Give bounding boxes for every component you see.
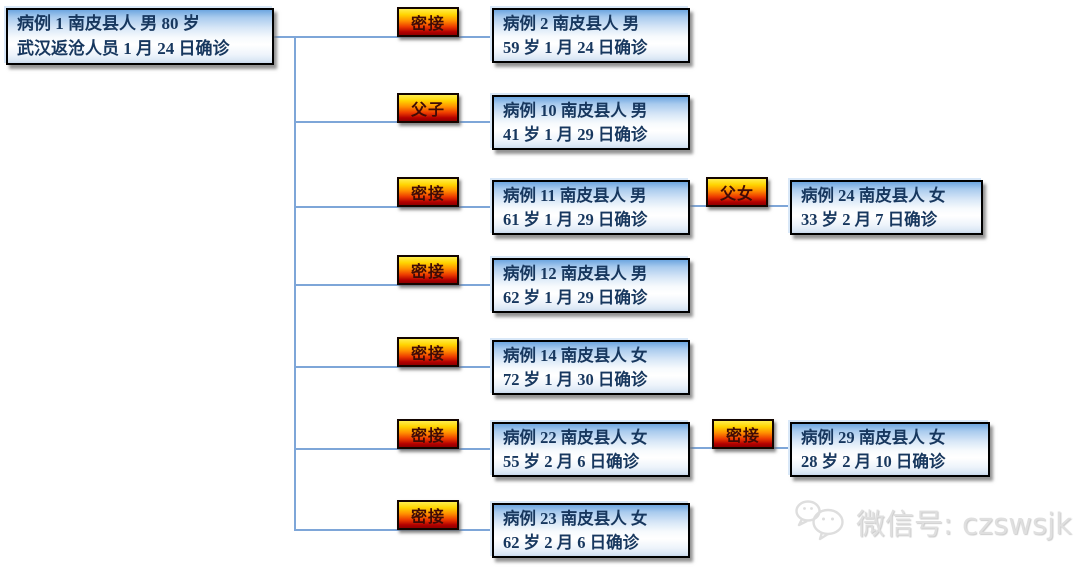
- connector-line: [294, 448, 492, 450]
- relation-label: 密接: [397, 419, 459, 449]
- wechat-icon: [795, 500, 844, 541]
- case-name: 病例 2 南皮县人 男: [503, 14, 640, 34]
- case-detail: 62 岁 2 月 6 日确诊: [503, 532, 640, 552]
- relation-label: 密接: [712, 419, 774, 449]
- case-box: 病例 10 南皮县人 男 41 岁 1 月 29 日确诊: [492, 95, 690, 150]
- case-name: 病例 23 南皮县人 女: [503, 509, 648, 529]
- case-name: 病例 1 南皮县人 男 80 岁: [17, 14, 200, 34]
- case-name: 病例 11 南皮县人 男: [503, 186, 647, 206]
- case-name: 病例 29 南皮县人 女: [801, 428, 946, 448]
- case-box: 病例 2 南皮县人 男 59 岁 1 月 24 日确诊: [492, 8, 690, 63]
- relation-label: 密接: [397, 177, 459, 207]
- case-box: 病例 24 南皮县人 女 33 岁 2 月 7 日确诊: [790, 180, 983, 235]
- connector-line: [294, 206, 492, 208]
- case-detail: 59 岁 1 月 24 日确诊: [503, 37, 648, 57]
- case-detail: 武汉返沧人员 1 月 24 日确诊: [17, 38, 230, 58]
- case-name: 病例 10 南皮县人 男: [503, 101, 648, 121]
- case-detail: 62 岁 1 月 29 日确诊: [503, 287, 648, 307]
- case-box-root: 病例 1 南皮县人 男 80 岁 武汉返沧人员 1 月 24 日确诊: [6, 8, 274, 65]
- case-box: 病例 11 南皮县人 男 61 岁 1 月 29 日确诊: [492, 180, 690, 235]
- case-box: 病例 14 南皮县人 女 72 岁 1 月 30 日确诊: [492, 340, 690, 395]
- watermark: 微信号: czswsjk: [794, 498, 1072, 546]
- connector-line: [294, 284, 492, 286]
- case-detail: 28 岁 2 月 10 日确诊: [801, 451, 946, 471]
- relation-label: 密接: [397, 500, 459, 530]
- relation-label: 密接: [397, 255, 459, 285]
- connector-line: [294, 366, 492, 368]
- case-box: 病例 29 南皮县人 女 28 岁 2 月 10 日确诊: [790, 422, 990, 477]
- connector-line: [274, 36, 492, 38]
- connector-line: [294, 121, 492, 123]
- relation-label: 密接: [397, 337, 459, 367]
- relation-label: 父女: [706, 177, 768, 207]
- relation-label: 密接: [397, 7, 459, 37]
- connector-line: [294, 529, 492, 531]
- case-box: 病例 22 南皮县人 女 55 岁 2 月 6 日确诊: [492, 422, 690, 477]
- relation-label: 父子: [397, 93, 459, 123]
- connector-trunk: [294, 36, 296, 531]
- case-detail: 72 岁 1 月 30 日确诊: [503, 369, 648, 389]
- case-detail: 33 岁 2 月 7 日确诊: [801, 209, 938, 229]
- case-box: 病例 23 南皮县人 女 62 岁 2 月 6 日确诊: [492, 503, 690, 558]
- case-name: 病例 22 南皮县人 女: [503, 428, 648, 448]
- case-detail: 41 岁 1 月 29 日确诊: [503, 124, 648, 144]
- case-name: 病例 12 南皮县人 男: [503, 264, 648, 284]
- watermark-text: 微信号: czswsjk: [856, 507, 1072, 541]
- case-detail: 61 岁 1 月 29 日确诊: [503, 209, 648, 229]
- case-detail: 55 岁 2 月 6 日确诊: [503, 451, 640, 471]
- case-box: 病例 12 南皮县人 男 62 岁 1 月 29 日确诊: [492, 258, 690, 313]
- case-name: 病例 24 南皮县人 女: [801, 186, 946, 206]
- case-name: 病例 14 南皮县人 女: [503, 346, 648, 366]
